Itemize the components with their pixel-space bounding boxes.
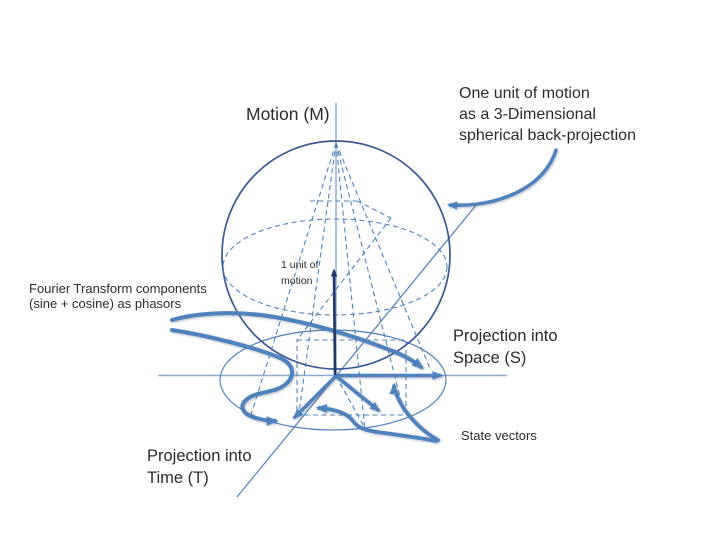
fourier-annotation: Fourier Transform components (sine + cos… xyxy=(29,281,207,311)
cone-edge-line xyxy=(296,217,392,341)
fourier-annotation-line1: Fourier Transform components xyxy=(29,281,207,296)
motion-axis-label: Motion (M) xyxy=(246,104,330,124)
state-vectors-callout-left-arrow xyxy=(315,403,438,443)
time-axis-label-line1: Projection into xyxy=(147,447,252,465)
state-vector-arrow xyxy=(334,374,381,413)
phasor-curve-lower xyxy=(170,328,295,426)
cone-line-left-inner xyxy=(298,142,337,414)
state-vectors-callout-up-arrow xyxy=(389,382,440,442)
back-projection-annotation-line2: as a 3-Dimensional xyxy=(459,106,596,123)
cone-line-right-outer xyxy=(335,142,432,372)
back-projection-annotation-line3: spherical back-projection xyxy=(459,127,636,144)
unit-of-motion-vector xyxy=(330,268,338,376)
thick-annotations-group xyxy=(170,148,558,443)
cone-line-center xyxy=(335,142,366,431)
cone-line-right-inner xyxy=(335,142,405,414)
phasor-curve-upper xyxy=(170,311,424,370)
time-projection-arrow xyxy=(292,374,338,420)
cone-chord-diagonal xyxy=(356,200,392,219)
back-projection-annotation-line1: One unit of motion xyxy=(459,85,590,102)
back-projection-callout-arrow xyxy=(446,148,558,210)
axes-group xyxy=(158,103,507,498)
unit-vector-label-line1: 1 unit of xyxy=(281,259,319,271)
unit-vector-label: 1 unit of motion xyxy=(281,258,318,289)
time-axis-label-line2: Time (T) xyxy=(147,469,209,487)
cone-line-left-outer xyxy=(249,142,337,419)
time-axis-label: Projection into Time (T) xyxy=(147,445,252,489)
base-projection-square xyxy=(296,339,407,416)
back-projection-annotation: One unit of motion as a 3-Dimensional sp… xyxy=(459,83,636,146)
space-axis-label-line1: Projection into xyxy=(453,327,558,345)
fourier-annotation-line2: (sine + cosine) as phasors xyxy=(29,295,182,311)
origin-radial-right xyxy=(335,375,368,433)
space-axis-label: Projection into Space (S) xyxy=(453,325,558,369)
space-axis-label-line2: Space (S) xyxy=(453,349,527,367)
unit-vector-label-line2: motion xyxy=(281,274,313,287)
state-vectors-label: State vectors xyxy=(461,428,537,443)
